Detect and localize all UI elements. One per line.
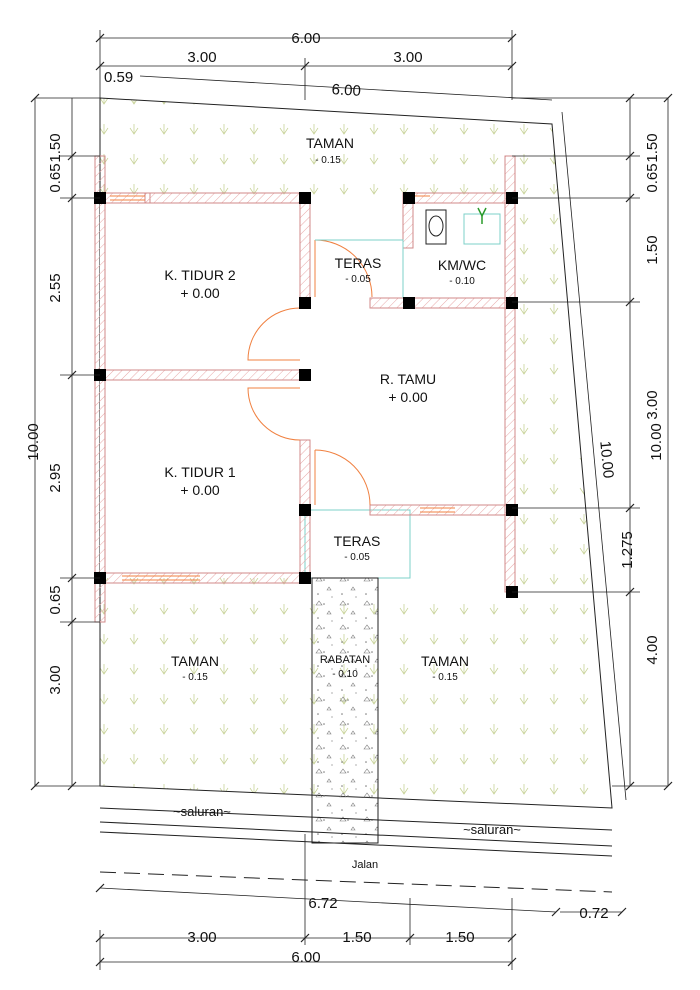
dim-right-diag: 10.00 (596, 440, 616, 479)
teras-top-outline (315, 239, 404, 298)
kmwc-level: - 0.10 (449, 276, 475, 287)
dim-left-total: 10.00 (25, 423, 42, 461)
door-swing-icon (247, 239, 373, 506)
dim-left-e: 0.65 (47, 585, 64, 614)
dim-bottom-slanted: 6.72 (308, 895, 337, 912)
dim-left-a: 1.50 (47, 133, 64, 162)
dim-bottom-offset: 0.72 (579, 905, 608, 922)
taman-right-name: TAMAN (421, 653, 469, 669)
rabatan-name: RABATAN (320, 654, 370, 666)
room-labels: TAMAN - 0.15 K. TIDUR 2 + 0.00 TERAS - 0… (164, 135, 521, 871)
dim-top-right: 3.00 (393, 49, 422, 66)
windows (110, 195, 455, 581)
saluran-left-label: ~saluran~ (173, 804, 231, 819)
teras-top-level: - 0.05 (345, 274, 371, 285)
rabatan-level: - 0.10 (332, 669, 358, 680)
dim-left-c: 2.55 (47, 273, 64, 302)
dimension-labels: 6.00 3.00 3.00 0.59 6.00 10.00 1.50 0.65… (25, 30, 665, 966)
dim-top-left: 3.00 (187, 49, 216, 66)
drain-and-road (99, 807, 613, 893)
dim-left-f: 3.00 (47, 665, 64, 694)
dim-bottom-mid: 1.50 (342, 929, 371, 946)
bed1-name: K. TIDUR 1 (164, 464, 236, 480)
dim-left-b: 0.65 (47, 163, 64, 192)
dim-bottom-total: 6.00 (291, 949, 320, 966)
dim-left-d: 2.95 (47, 463, 64, 492)
bed2-name: K. TIDUR 2 (164, 267, 236, 283)
taman-top-level: - 0.15 (315, 155, 341, 166)
jalan-label: Jalan (352, 859, 378, 871)
toilet-icon (425, 209, 447, 245)
dim-right-e: 1.275 (619, 531, 636, 569)
dimension-lines (34, 30, 669, 970)
kmwc-name: KM/WC (438, 257, 486, 273)
taman-left-name: TAMAN (171, 653, 219, 669)
dim-right-b: 0.65 (644, 163, 661, 192)
bed2-level: + 0.00 (180, 285, 220, 301)
dim-right-f: 4.00 (644, 635, 661, 664)
rtamu-name: R. TAMU (380, 371, 436, 387)
taman-right-level: - 0.15 (432, 672, 458, 683)
dim-right-a: 1.50 (644, 133, 661, 162)
dim-right-c: 1.50 (644, 235, 661, 264)
rabatan-path (311, 577, 379, 844)
teras-bottom-level: - 0.05 (344, 552, 370, 563)
saluran-right-label: ~saluran~ (463, 822, 521, 837)
teras-top-name: TERAS (335, 255, 382, 271)
dim-right-d: 3.00 (644, 390, 661, 419)
dim-right-total: 10.00 (648, 423, 665, 461)
dim-top-slanted: 6.00 (331, 81, 361, 100)
teras-bottom-name: TERAS (334, 533, 381, 549)
rtamu-level: + 0.00 (388, 389, 428, 405)
bed1-level: + 0.00 (180, 482, 220, 498)
dim-top-total: 6.00 (291, 30, 320, 47)
dim-bottom-right: 1.50 (445, 929, 474, 946)
taman-left-level: - 0.15 (182, 672, 208, 683)
dim-bottom-left: 3.00 (187, 929, 216, 946)
taman-top-name: TAMAN (306, 135, 354, 151)
dim-top-offset: 0.59 (104, 69, 133, 86)
dimension-ticks (30, 33, 673, 967)
shower-tap-icon (463, 207, 501, 245)
